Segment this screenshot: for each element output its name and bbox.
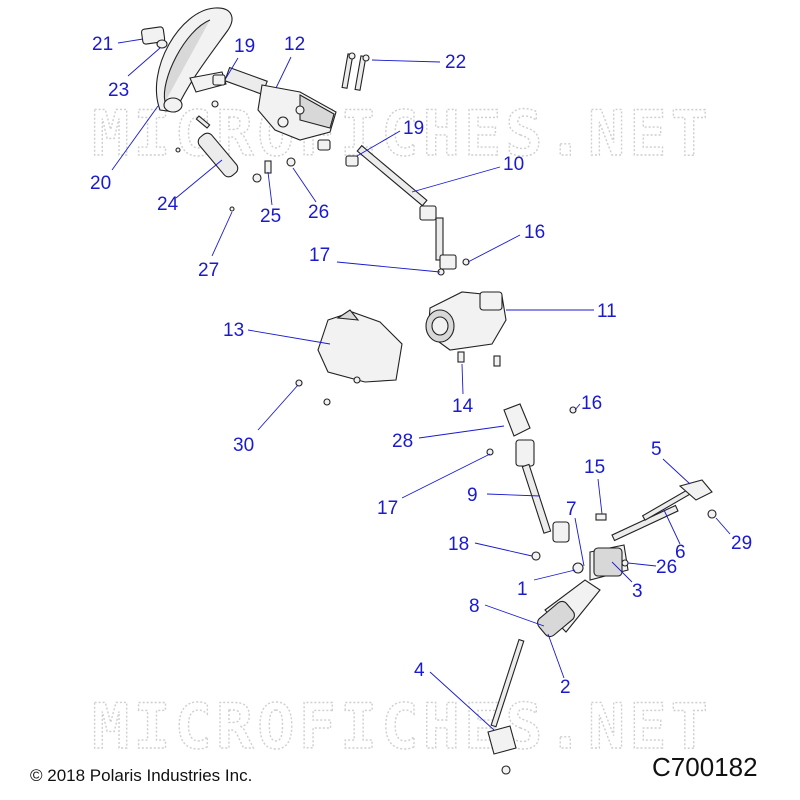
callout-20: 20 bbox=[90, 173, 111, 194]
part-nut-18 bbox=[531, 551, 541, 561]
callout-28: 28 bbox=[392, 431, 413, 452]
watermark-bottom: MICROFICHES.NET bbox=[92, 690, 712, 763]
watermark-top: MICROFICHES.NET bbox=[92, 97, 712, 170]
callout-17b: 17 bbox=[377, 498, 398, 519]
callout-5: 5 bbox=[651, 439, 662, 460]
part-gas-strut bbox=[195, 115, 262, 183]
part-tie-rod-left bbox=[487, 638, 525, 775]
part-hardware-small bbox=[175, 100, 296, 212]
callout-30: 30 bbox=[233, 435, 254, 456]
callout-15: 15 bbox=[584, 457, 605, 478]
callout-18: 18 bbox=[448, 534, 469, 555]
callout-11: 11 bbox=[597, 301, 617, 322]
part-screws-30 bbox=[295, 379, 331, 406]
part-upper-steering-shaft bbox=[356, 144, 470, 276]
callout-22: 22 bbox=[445, 52, 466, 73]
part-power-steering-unit bbox=[425, 291, 507, 367]
callout-25: 25 bbox=[260, 206, 281, 227]
part-cap bbox=[140, 26, 166, 45]
callout-19: 19 bbox=[234, 36, 255, 57]
callout-17: 17 bbox=[309, 245, 330, 266]
leader-lines bbox=[111, 38, 731, 731]
callout-8: 8 bbox=[469, 596, 480, 617]
part-column-bracket bbox=[224, 66, 337, 141]
callout-10: 10 bbox=[503, 154, 524, 175]
part-boot bbox=[503, 403, 577, 437]
callout-21: 21 bbox=[92, 34, 113, 55]
callout-27: 27 bbox=[198, 260, 219, 281]
callout-14: 14 bbox=[452, 396, 474, 417]
part-steering-wheel bbox=[155, 7, 233, 113]
callout-13: 13 bbox=[223, 320, 244, 341]
part-rack-and-pinion bbox=[537, 504, 679, 638]
part-bolts-22 bbox=[341, 52, 370, 91]
callout-6: 6 bbox=[675, 542, 686, 563]
callout-19b: 19 bbox=[403, 118, 424, 139]
callout-24: 24 bbox=[157, 194, 179, 215]
copyright-notice: © 2018 Polaris Industries Inc. bbox=[30, 766, 253, 785]
callout-16: 16 bbox=[524, 222, 545, 243]
diagram-id: C700182 bbox=[652, 752, 758, 782]
callout-2: 2 bbox=[560, 677, 571, 698]
callout-16b: 16 bbox=[581, 393, 602, 414]
callout-1: 1 bbox=[517, 579, 528, 600]
part-bolt-15 bbox=[595, 513, 607, 521]
part-tie-rod-right bbox=[641, 479, 717, 521]
callout-26b: 26 bbox=[656, 557, 677, 578]
callout-23: 23 bbox=[108, 80, 129, 101]
part-lower-shaft bbox=[486, 439, 570, 543]
callout-9: 9 bbox=[467, 485, 478, 506]
callout-7: 7 bbox=[566, 499, 577, 520]
callout-29: 29 bbox=[731, 533, 752, 554]
part-bushing bbox=[212, 74, 359, 167]
callout-26: 26 bbox=[308, 202, 329, 223]
part-clip bbox=[156, 39, 168, 49]
callout-4: 4 bbox=[414, 660, 425, 681]
callout-12: 12 bbox=[284, 34, 305, 55]
callout-3: 3 bbox=[632, 581, 643, 602]
part-cover bbox=[317, 309, 403, 384]
